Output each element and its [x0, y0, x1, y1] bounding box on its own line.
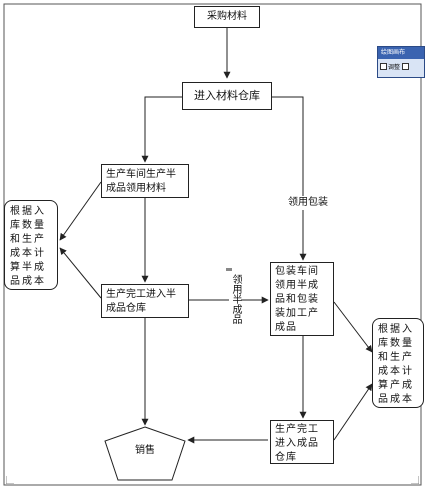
edge-semi-calc	[59, 247, 102, 299]
adjust-button[interactable]: 调整	[380, 62, 400, 71]
adjust-label: 调整	[388, 64, 401, 71]
page-border	[3, 3, 422, 486]
page-corner-mark-right	[411, 476, 419, 484]
node-calc-finished: 根据入库数量和生产成本计算产成品成本	[372, 318, 424, 408]
toolbar-title[interactable]: 绘图画布	[378, 47, 424, 59]
node-finished-warehouse: 生产完工进入成品仓库	[270, 420, 334, 464]
drawing-canvas-toolbar[interactable]: 绘图画布 调整	[377, 46, 425, 78]
label-packaging-use: 领用包装	[286, 196, 330, 210]
label-use-semi: 领用半成品	[229, 274, 241, 332]
expand-button[interactable]	[402, 63, 410, 70]
edge-workshop-calc	[59, 181, 102, 241]
edge-warehouse-workshop	[141, 96, 182, 163]
toolbar-row: 调整	[378, 59, 424, 74]
selection-handle	[226, 268, 232, 271]
expand-icon	[402, 63, 410, 70]
node-semi-warehouse: 生产完工进入半成品仓库	[101, 284, 189, 318]
adjust-icon	[380, 63, 387, 70]
node-calc-semi: 根据入库数量和生产成本计算半成品成本	[4, 200, 58, 290]
edge-warehouse-packaging	[272, 96, 307, 261]
node-purchase: 采购材料	[194, 6, 260, 28]
edge-packaging-calc	[333, 301, 373, 353]
node-packaging: 包装车间领用半成品和包装装加工产成品	[270, 262, 334, 336]
node-workshop: 生产车间生产半成品领用材料	[101, 164, 189, 198]
page-corner-mark-left	[6, 476, 14, 484]
edge-finished-calc	[333, 383, 373, 441]
node-sales: 销售	[133, 444, 157, 458]
node-warehouse: 进入材料仓库	[182, 82, 272, 110]
